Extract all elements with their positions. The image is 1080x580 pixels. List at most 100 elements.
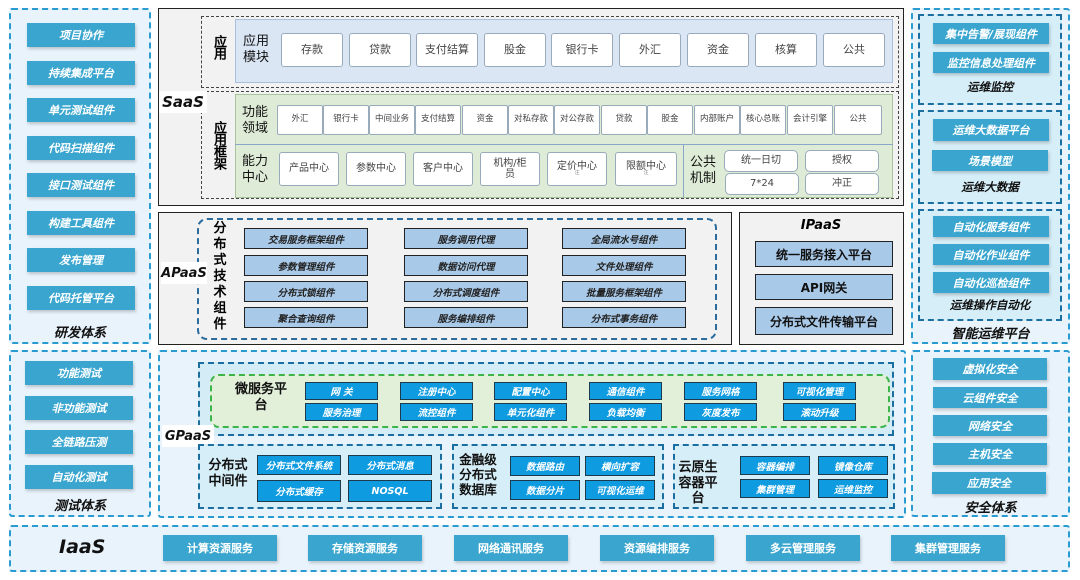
microservice-item[interactable]: 服务网格 [684,382,757,400]
microservice-item[interactable]: 滚动升级 [783,403,856,421]
microservice-item[interactable]: 网 关 [305,382,378,400]
public-mech[interactable]: 统一日切 [724,150,798,172]
test-item[interactable]: 全链路压测 [25,430,133,454]
iaas-item[interactable]: 资源编排服务 [600,535,714,561]
microservice-item[interactable]: 流控组件 [400,403,473,421]
func-domain[interactable]: 内部账户 [694,105,740,135]
middleware-item[interactable]: 分布式文件系统 [257,455,341,475]
app-module[interactable]: 公共 [823,33,885,67]
func-domain[interactable]: 对私存款 [508,105,554,135]
public-mech[interactable]: 7*24 [725,173,799,195]
capability[interactable]: 参数中心 [346,152,406,186]
apaas-item[interactable]: 参数管理组件 [244,255,368,276]
func-domain[interactable]: 股金 [647,105,693,135]
security-item[interactable]: 网络安全 [933,415,1047,436]
iaas-item[interactable]: 存储资源服务 [308,535,422,561]
apaas-item[interactable]: 批量服务框架组件 [562,281,686,302]
func-domain[interactable]: 中间业务 [369,105,415,135]
container-item[interactable]: 运维监控 [818,479,888,498]
security-item[interactable]: 应用安全 [932,472,1046,494]
app-module[interactable]: 支付结算 [416,33,478,67]
func-domain[interactable]: 对公存款 [554,105,600,135]
ops-item[interactable]: 自动化作业组件 [933,244,1049,265]
app-module[interactable]: 存款 [281,33,343,67]
ipaas-item[interactable]: 统一服务接入平台 [755,241,893,267]
security-item[interactable]: 云组件安全 [933,387,1047,408]
database-item[interactable]: 数据路由 [510,456,580,476]
func-domain[interactable]: 核心总账 [740,105,786,135]
capability[interactable]: 限额中心 注 [615,152,677,186]
container-item[interactable]: 容器编排 [740,456,810,475]
apaas-item[interactable]: 交易服务框架组件 [244,228,368,249]
middleware-item[interactable]: 分布式消息 [348,455,432,475]
middleware-item[interactable]: NOSQL [348,480,432,502]
ipaas-item[interactable]: 分布式文件传输平台 [755,307,893,335]
container-item[interactable]: 镜像仓库 [818,456,888,475]
test-item[interactable]: 功能测试 [25,361,133,385]
rd-item[interactable]: 项目协作 [27,23,135,47]
iaas-item[interactable]: 集群管理服务 [891,535,1005,561]
func-domain[interactable]: 银行卡 [323,105,369,135]
database-item[interactable]: 数据分片 [510,480,580,500]
ops-item[interactable]: 自动化巡检组件 [933,272,1049,293]
apaas-item[interactable]: 服务编排组件 [404,307,528,328]
rd-item[interactable]: 构建工具组件 [27,211,135,235]
public-mech[interactable]: 冲正 [805,173,879,195]
public-mech[interactable]: 授权 [805,150,879,172]
microservice-item[interactable]: 单元化组件 [494,403,567,421]
rd-item[interactable]: 代码扫描组件 [27,136,135,160]
middleware-item[interactable]: 分布式缓存 [257,480,341,502]
ops-item[interactable]: 运维大数据平台 [933,119,1049,141]
microservice-item[interactable]: 可视化管理 [783,382,856,400]
ops-item[interactable]: 自动化服务组件 [933,216,1049,237]
iaas-item[interactable]: 多云管理服务 [746,535,860,561]
apaas-item[interactable]: 分布式锁组件 [244,281,368,302]
rd-item[interactable]: 发布管理 [27,248,135,272]
capability[interactable]: 机构/柜员 [480,152,540,186]
security-item[interactable]: 虚拟化安全 [933,358,1047,380]
apaas-item[interactable]: 分布式事务组件 [562,307,686,328]
apaas-item[interactable]: 数据访问代理 [404,255,528,276]
database-item[interactable]: 可视化运维 [585,480,655,500]
ops-item[interactable]: 集中告警/展现组件 [933,23,1049,44]
microservice-item[interactable]: 通信组件 [589,382,662,400]
test-item[interactable]: 非功能测试 [25,396,133,420]
app-module[interactable]: 资金 [687,33,749,67]
rd-item[interactable]: 代码托管平台 [27,286,135,310]
rd-item[interactable]: 接口测试组件 [27,173,135,197]
database-item[interactable]: 横向扩容 [585,456,655,476]
app-module[interactable]: 股金 [484,33,546,67]
func-domain[interactable]: 会计引擎 [787,105,833,135]
apaas-item[interactable]: 全局流水号组件 [562,228,686,249]
apaas-item[interactable]: 聚合查询组件 [244,307,368,328]
rd-item[interactable]: 单元测试组件 [27,98,135,122]
iaas-item[interactable]: 网络通讯服务 [454,535,568,561]
func-domain[interactable]: 公共 [834,105,882,135]
ops-item[interactable]: 场景模型 [932,150,1048,171]
app-module[interactable]: 外汇 [619,33,681,67]
rd-item[interactable]: 持续集成平台 [27,61,135,85]
container-item[interactable]: 集群管理 [740,479,810,498]
func-domain[interactable]: 贷款 [601,105,647,135]
app-module[interactable]: 银行卡 [551,33,613,67]
microservice-item[interactable]: 灰度发布 [684,403,757,421]
microservice-item[interactable]: 注册中心 [400,382,473,400]
security-item[interactable]: 主机安全 [933,443,1047,465]
microservice-item[interactable]: 配置中心 [494,382,567,400]
ops-item[interactable]: 监控信息处理组件 [933,52,1049,73]
microservice-item[interactable]: 负载均衡 [589,403,662,421]
app-module[interactable]: 核算 [755,33,817,67]
apaas-item[interactable]: 分布式调度组件 [404,281,528,302]
apaas-item[interactable]: 文件处理组件 [562,255,686,276]
app-module[interactable]: 贷款 [349,33,411,67]
func-domain[interactable]: 外汇 [277,105,323,135]
apaas-item[interactable]: 服务调用代理 [404,228,528,249]
microservice-item[interactable]: 服务治理 [305,403,378,421]
func-domain[interactable]: 支付结算 [415,105,461,135]
iaas-item[interactable]: 计算资源服务 [163,535,277,561]
test-item[interactable]: 自动化测试 [25,465,133,489]
capability[interactable]: 产品中心 [279,152,339,186]
capability[interactable]: 定价中心 注 [547,152,607,186]
func-domain[interactable]: 资金 [462,105,508,135]
capability[interactable]: 客户中心 [413,152,473,186]
